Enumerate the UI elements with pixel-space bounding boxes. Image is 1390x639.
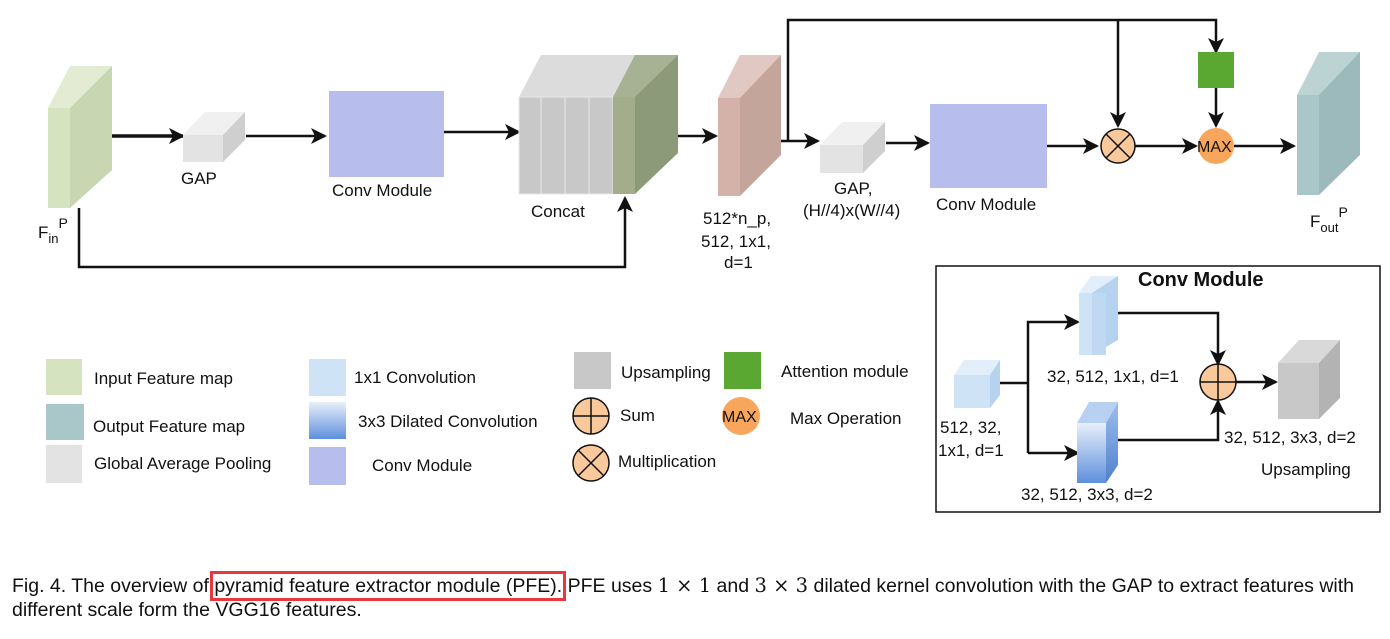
inset-input-label-2: 1x1, d=1 [938, 441, 1004, 460]
pfe-diagram: FinP GAP Conv Module Concat 512*n_p, 512… [38, 18, 1381, 513]
multiply-operator [1100, 128, 1136, 164]
legend-swatch-upsampling [574, 352, 611, 389]
legend-attention-label: Attention module [781, 362, 909, 381]
inset-up-label: Upsampling [1261, 460, 1351, 479]
legend-input-label: Input Feature map [94, 369, 233, 388]
fin-label: FinP [38, 215, 68, 246]
caption-math-3x3: 3 × 3 [754, 574, 809, 597]
gap-block-1 [183, 112, 245, 162]
fout-label: FoutP [1310, 204, 1348, 235]
legend-swatch-convmodule [309, 447, 346, 485]
legend-swatch-input [46, 359, 82, 395]
gap2-label-1: GAP, [834, 179, 872, 198]
top-branch-line [786, 18, 1224, 141]
concat-label: Concat [531, 202, 585, 221]
inset-conv3x3-block [1077, 402, 1118, 483]
inset-conv3x3-label: 32, 512, 3x3, d=2 [1021, 485, 1153, 504]
legend-multiply-label: Multiplication [618, 452, 716, 471]
conv512-label-1: 512*n_p, [703, 209, 771, 228]
conv2-label: Conv Module [936, 195, 1036, 214]
concat-stack [518, 55, 678, 195]
skip-input-concat [77, 196, 633, 269]
inset-input-label-1: 512, 32, [940, 418, 1001, 437]
legend-multiply-icon [572, 444, 610, 482]
legend-swatch-output [46, 404, 84, 440]
legend-max-label: Max Operation [790, 409, 902, 428]
inset-conv1x1-block [1079, 276, 1118, 355]
inset-up-params: 32, 512, 3x3, d=2 [1224, 428, 1356, 447]
inset-conv1x1-label: 32, 512, 1x1, d=1 [1047, 367, 1179, 386]
legend-upsampling-label: Upsampling [621, 363, 711, 382]
legend-gap-label: Global Average Pooling [94, 454, 271, 473]
legend-swatch-gap [46, 445, 82, 483]
legend-dilated-label: 3x3 Dilated Convolution [358, 412, 538, 431]
conv-module-inset: Conv Module 512, 32, 1x1, d=1 32, 512, 1… [935, 265, 1381, 513]
gap2-label-2: (H//4)x(W//4) [803, 201, 900, 220]
inset-title: Conv Module [1138, 269, 1264, 291]
svg-text:MAX: MAX [1197, 139, 1232, 156]
legend-output-label: Output Feature map [93, 417, 245, 436]
max-operator: MAX [1197, 128, 1234, 164]
inset-input-block [954, 360, 1000, 408]
legend-sum-icon [572, 397, 610, 435]
figure-caption: Fig. 4. The overview of pyramid feature … [12, 571, 1390, 622]
legend-sum-label: Sum [620, 406, 655, 425]
legend-swatch-conv1x1 [309, 359, 346, 396]
conv1-label: Conv Module [332, 181, 432, 200]
conv-512-block [718, 55, 781, 196]
gap1-label: GAP [181, 169, 217, 188]
legend: Input Feature map Output Feature map Glo… [46, 352, 909, 485]
inset-sum-operator [1199, 363, 1237, 401]
legend-max-icon: MAX [722, 397, 760, 435]
caption-mid2: and [711, 575, 755, 597]
inset-upsampling-block [1278, 340, 1340, 419]
svg-text:MAX: MAX [722, 409, 757, 426]
svg-text:FinP: FinP [38, 215, 68, 246]
input-feature-map [48, 66, 112, 208]
legend-convmodule-label: Conv Module [372, 456, 472, 475]
svg-text:FoutP: FoutP [1310, 204, 1348, 235]
gap-block-2 [820, 122, 885, 173]
conv512-label-2: 512, 1x1, [701, 232, 771, 251]
conv-module-2 [930, 104, 1047, 188]
legend-swatch-attention [724, 352, 761, 389]
conv512-label-3: d=1 [724, 253, 753, 272]
caption-mid1: PFE uses [562, 575, 658, 597]
caption-suffix: dilated kernel convolution with the GAP … [12, 575, 1355, 621]
output-feature-map [1297, 52, 1360, 195]
legend-swatch-dilated [309, 402, 346, 439]
legend-conv1x1-label: 1x1 Convolution [354, 368, 476, 387]
caption-prefix: Fig. 4. The overview of [12, 575, 215, 597]
caption-math-1x1: 1 × 1 [657, 574, 712, 597]
attention-module [1198, 52, 1234, 88]
caption-highlight: pyramid feature extractor module (PFE). [210, 571, 567, 601]
conv-module-1 [329, 91, 444, 177]
